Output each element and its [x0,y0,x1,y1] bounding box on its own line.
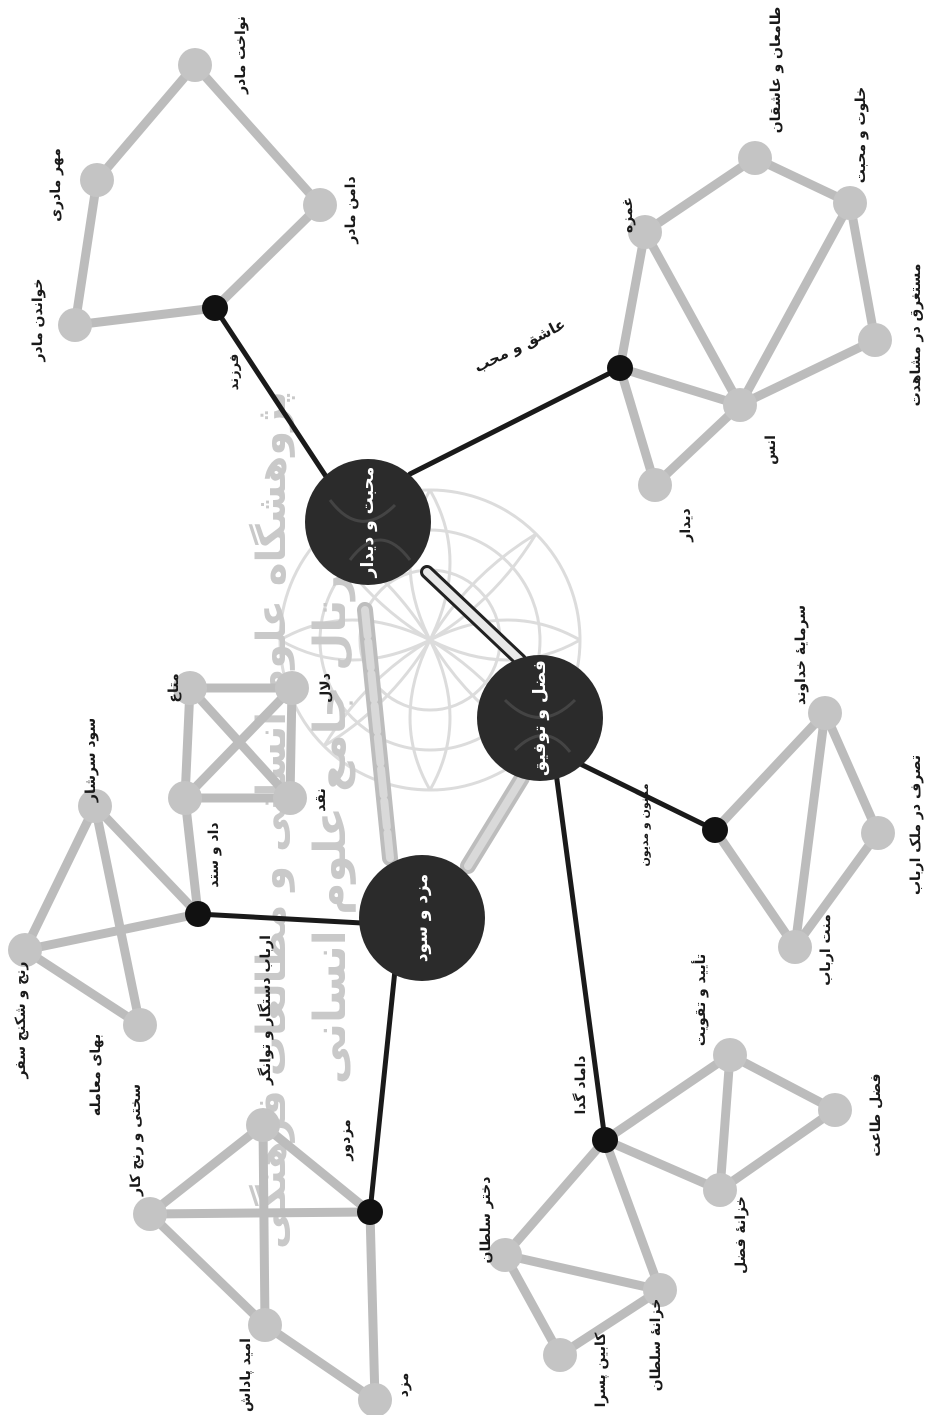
node-label-n7: غمزه [620,197,636,233]
node-n20 [246,1108,280,1142]
node-n29 [543,1338,577,1372]
node-n10 [638,468,672,502]
node-label-n13: نقد [313,788,329,811]
connector-dot-c3 [185,901,211,927]
connector-dots [185,295,728,1225]
node-n15 [8,933,42,967]
node-n18 [861,816,895,850]
node-label-n19: منت ارباب [818,914,834,986]
hub-links [357,565,530,874]
node-label-n26: خزانهٔ فضل [733,1196,749,1274]
hub-labels: محبت و دیدار فضل و توفیق مزد و سود [358,467,550,963]
node-n25 [818,1093,852,1127]
node-label-n5: طامعان و عاشقان [768,7,784,134]
node-n1 [178,48,212,82]
watermark-text: پژوهشگاه علوم انسانی و مطالعات فرهنگی پر… [248,391,356,1249]
connector-label-c3: داد و ستد [206,822,222,887]
node-label-n27: دختر سلطان [478,1177,494,1264]
node-n16 [123,1008,157,1042]
node-n9 [723,388,757,422]
connector-label-c5: داماد گدا [572,1056,589,1115]
hub-label-h2: فضل و توفیق [530,660,550,776]
node-n4 [58,308,92,342]
node-label-n29: کابین پسرا [593,1332,609,1408]
node-label-n21: سختی و رنج کار [128,1084,144,1197]
node-label-n18: تصرف در ملک ارباب [908,755,924,895]
hub-h3 [359,855,485,981]
node-label-n24: تأیید و تقویت [691,954,709,1046]
node-n14b [168,781,202,815]
node-labels: نواخت مادر مهر مادری دامن مادر خواندن ما… [13,7,924,1412]
connector-dot-c5 [592,1127,618,1153]
node-n5 [738,141,772,175]
node-n2 [80,163,114,197]
node-n6 [833,186,867,220]
node-n28 [643,1273,677,1307]
node-label-n17: سرمایهٔ خداوند [793,605,809,705]
node-label-n2: مهر مادری [48,148,64,222]
node-label-n9: انس [763,435,779,465]
node-label-n16: بهای معامله [88,1034,104,1116]
node-n27 [488,1238,522,1272]
node-label-n28: خزانهٔ سلطان [648,1299,664,1392]
strong-edges [195,305,718,1215]
node-label-n12: دلال [318,673,334,703]
node-n24 [713,1038,747,1072]
node-label-n8: مستغرق در مشاهدت [908,264,924,407]
connector-dot-c2 [607,355,633,381]
hub-label-h3: مزد و سود [412,874,432,962]
node-n14 [78,789,112,823]
node-label-n10: دیدار [678,508,694,542]
node-n23 [358,1383,392,1415]
connector-label-c1: فرزند [227,354,242,390]
node-n8 [858,323,892,357]
connector-dot-c1 [202,295,228,321]
connector-dot-c4 [357,1199,383,1225]
hubs [305,459,603,981]
watermark-line1: پژوهشگاه علوم انسانی و مطالعات فرهنگی [248,391,295,1249]
node-label-n3: دامن مادر [343,176,359,244]
hub-label-h1: محبت و دیدار [358,467,378,579]
node-label-n20: ارباب دستگار و توانگر [257,935,274,1086]
connector-label-c6: ممنون و مدیون [638,783,651,866]
node-n11 [173,671,207,705]
node-label-n11: متاع [166,673,182,702]
connector-label-c4: مزدور [338,1119,354,1161]
node-label-n1: نواخت مادر [233,16,249,95]
node-n7 [628,215,662,249]
node-n21 [133,1197,167,1231]
nodes [8,48,895,1415]
node-label-n25: فضل طاعت [868,1073,884,1156]
node-n13 [273,781,307,815]
node-label-n4: خواندن مادر [30,278,46,362]
node-n22 [248,1308,282,1342]
node-label-n23: مزد [396,1373,412,1398]
node-label-n14: سود سرشار [83,718,99,803]
node-n26 [703,1173,737,1207]
node-label-n6: خلوت و محبت [853,87,869,183]
node-label-n22: امید پاداش [238,1338,254,1412]
connector-label-c2: عاشق و محب [471,315,568,376]
node-label-n15: رنج و شکنج سفر [13,962,29,1080]
connector-dot-c6 [702,817,728,843]
node-n19 [778,930,812,964]
node-n3 [303,188,337,222]
cluster-edges [20,60,883,1405]
node-n17 [808,696,842,730]
watermark-line2: پرتال جامع علوم انسانی [305,556,356,1084]
node-n12 [275,671,309,705]
